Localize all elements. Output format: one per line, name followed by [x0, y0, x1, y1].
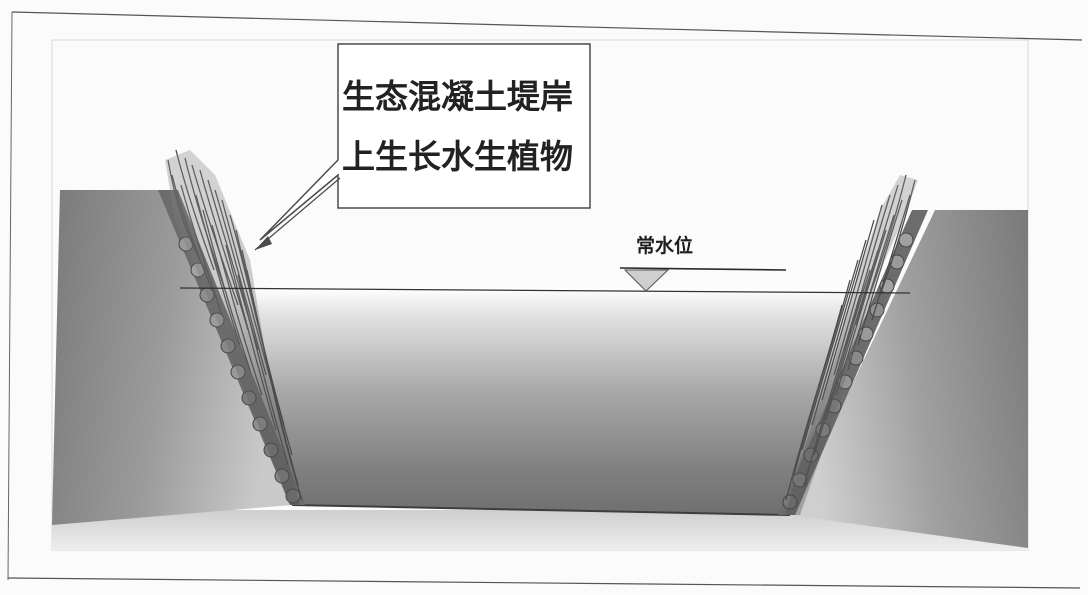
frame-left-line	[7, 11, 13, 581]
water-level-triangle-icon	[623, 269, 670, 292]
water-level-label: 常水位	[636, 234, 693, 257]
left-plant-mass	[165, 150, 300, 505]
water-body	[210, 288, 890, 515]
callout-box	[259, 43, 591, 241]
channel-base	[52, 510, 1028, 550]
callout-arrowhead-icon	[255, 236, 272, 250]
right-plant-mass	[785, 175, 918, 515]
frame-top-line	[11, 11, 1083, 41]
right-bank	[790, 210, 1028, 548]
channel-bed-line	[291, 504, 791, 516]
left-bank	[52, 190, 292, 525]
water-surface-line	[179, 287, 911, 294]
callout-line-1: 生态混凝土堤岸	[342, 77, 573, 116]
frame-bottom-line	[7, 577, 1081, 589]
callout-pointer-line	[254, 177, 341, 251]
water-level-marker-line	[619, 267, 787, 271]
callout-line-2: 上生长水生植物	[342, 137, 573, 176]
